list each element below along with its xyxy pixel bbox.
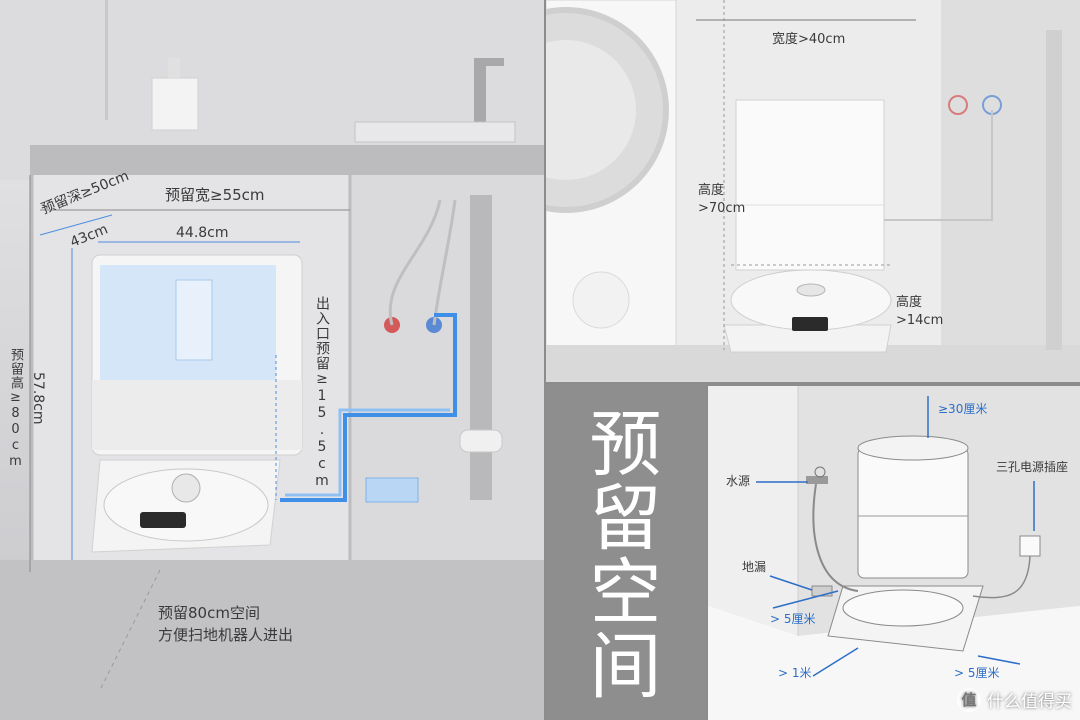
floor-drain-label: 地漏 [742,560,767,574]
site-logo-icon: 值 [957,687,981,712]
hose-reserve-label: 出入口预留≥15.5cm [314,296,330,490]
cabinet-illustration [0,0,544,720]
beside-washer-panel: 宽度>40cm 高度 >70cm 高度 >14cm [546,0,1080,382]
top-clearance-label: ≥30厘米 [938,402,988,416]
access-note-line1: 预留80cm空间 [158,604,260,622]
station-height-label: 57.8cm [30,372,46,425]
reserve-height-label: 预留高≥80cm [8,348,23,470]
water-source-label: 水源 [726,474,751,488]
socket-label: 三孔电源插座 [996,460,1069,474]
lower-height-label: 高度 >14cm [896,295,944,328]
width-label: 宽度>40cm [772,32,846,47]
reserve-width-label: 预留宽≥55cm [165,186,265,204]
room-corner-illustration [708,386,1080,720]
site-name: 什么值得买 [987,692,1072,712]
access-note-line2: 方便扫地机器人进出 [158,626,294,644]
upper-height-label: 高度 >70cm [698,183,746,216]
station-width-label: 44.8cm [176,225,229,241]
front-clearance-label: > 1米 [778,666,812,680]
washer-illustration [546,0,1080,382]
site-watermark: 值 什么值得买 [957,687,1072,712]
side-left-clearance-label: > 5厘米 [770,612,816,626]
title-panel: 预留空间 [546,384,706,720]
room-corner-panel: ≥30厘米 水源 三孔电源插座 地漏 > 5厘米 > 1米 > 5厘米 [708,386,1080,720]
side-right-clearance-label: > 5厘米 [954,666,1000,680]
section-title: 预留空间 [577,406,661,702]
under-cabinet-panel: 预留深≥50cm 预留宽≥55cm 44.8cm 43cm 57.8cm 预留高… [0,0,544,720]
